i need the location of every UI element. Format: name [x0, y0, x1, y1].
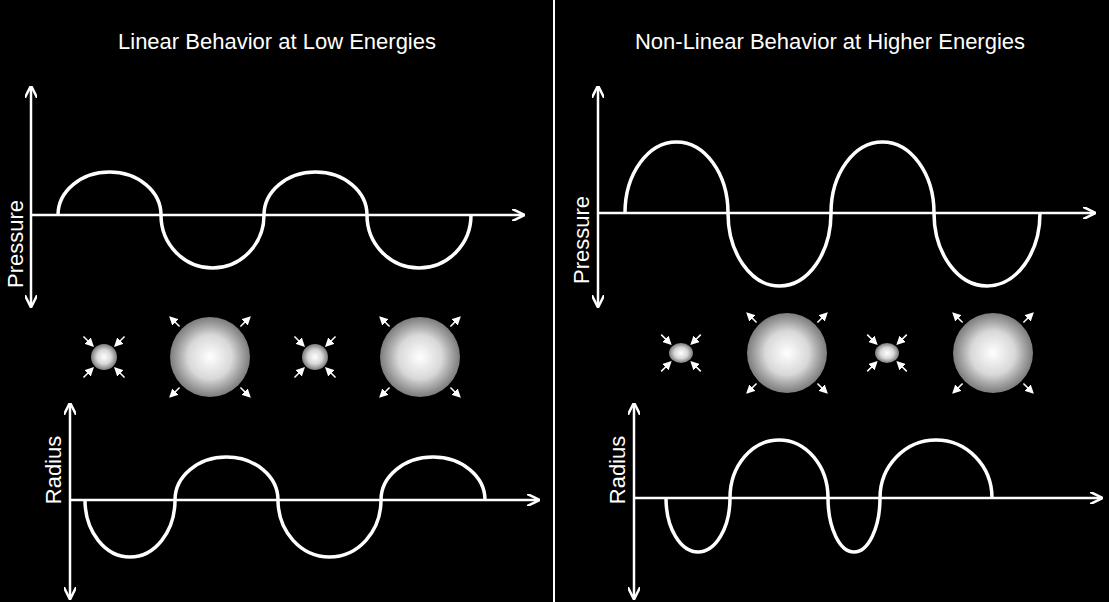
time-axis — [598, 212, 1093, 215]
pressure-axis — [30, 88, 33, 305]
compression-arrow — [898, 335, 907, 344]
radius-wave — [666, 440, 992, 552]
expansion-arrow — [170, 317, 179, 326]
bubble — [953, 313, 1033, 393]
bubble — [669, 343, 693, 363]
compression-arrow — [326, 368, 335, 377]
radius-axis — [633, 405, 636, 597]
expansion-arrow — [1023, 383, 1032, 392]
expansion-arrow — [817, 383, 826, 392]
compression-arrow — [294, 368, 303, 377]
expansion-arrow — [747, 313, 756, 322]
panel-heading: Non-Linear Behavior at Higher Energies — [635, 30, 1025, 54]
compression-arrow — [692, 362, 701, 371]
axis-label: Pressure — [4, 200, 28, 288]
compression-arrow — [115, 336, 124, 345]
bubble — [747, 313, 827, 393]
expansion-arrow — [1023, 313, 1032, 322]
axis-label: Radius — [606, 436, 630, 504]
compression-arrow — [867, 335, 876, 344]
expansion-arrow — [450, 387, 459, 396]
panel-divider — [553, 0, 555, 602]
pressure-wave — [58, 172, 471, 268]
expansion-arrow — [380, 317, 389, 326]
compression-arrow — [294, 336, 303, 345]
expansion-arrow — [380, 387, 389, 396]
bubble — [170, 317, 250, 397]
compression-arrow — [115, 368, 124, 377]
compression-arrow — [83, 368, 92, 377]
bubble — [875, 343, 899, 363]
compression-arrow — [692, 335, 701, 344]
compression-arrow — [898, 362, 907, 371]
compression-arrow — [661, 362, 670, 371]
time-axis — [634, 497, 1100, 500]
axis-label: Radius — [42, 436, 66, 504]
time-axis — [70, 499, 537, 502]
bubble — [380, 317, 460, 397]
expansion-arrow — [953, 313, 962, 322]
bubble — [91, 344, 117, 370]
pressure-wave — [625, 142, 1040, 286]
compression-arrow — [867, 362, 876, 371]
compression-arrow — [83, 336, 92, 345]
expansion-arrow — [240, 317, 249, 326]
expansion-arrow — [817, 313, 826, 322]
expansion-arrow — [170, 387, 179, 396]
expansion-arrow — [240, 387, 249, 396]
time-axis — [31, 214, 522, 217]
pressure-axis — [597, 88, 600, 305]
expansion-arrow — [747, 383, 756, 392]
compression-arrow — [326, 336, 335, 345]
axis-label: Pressure — [570, 196, 594, 284]
expansion-arrow — [953, 383, 962, 392]
panel-heading: Linear Behavior at Low Energies — [118, 30, 436, 54]
compression-arrow — [661, 335, 670, 344]
expansion-arrow — [450, 317, 459, 326]
radius-wave — [85, 457, 485, 557]
bubble — [302, 344, 328, 370]
